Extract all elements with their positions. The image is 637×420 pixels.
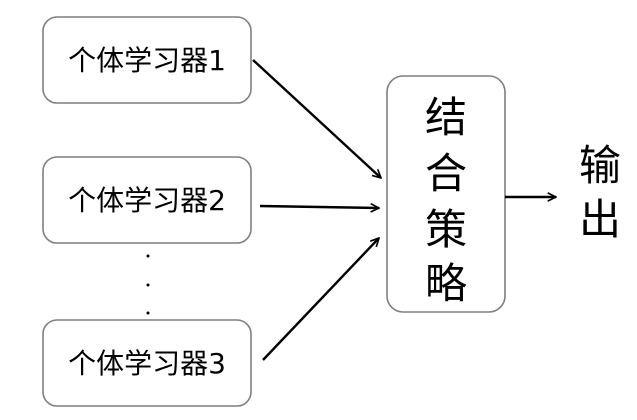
- ellipsis-dots: [146, 254, 150, 315]
- combiner-label-char-1: 结: [425, 93, 467, 142]
- learner-node-2: 个体学习器2: [42, 156, 252, 244]
- output-node: 输 出: [579, 141, 621, 244]
- learner-box-1: [42, 16, 252, 104]
- learner-node-1: 个体学习器1: [42, 16, 252, 104]
- combiner-label-char-2: 合: [425, 149, 467, 198]
- learner-label-3: 个体学习器3: [68, 347, 226, 380]
- learner-box-3: [42, 319, 252, 407]
- learner-label-2: 个体学习器2: [68, 184, 226, 217]
- arrow-learner2-to-combiner: [259, 206, 379, 208]
- output-label-char-2: 出: [579, 195, 621, 244]
- output-label-char-1: 输: [579, 141, 621, 190]
- combiner-label-char-4: 略: [425, 259, 467, 308]
- learner-box-2: [42, 156, 252, 244]
- ellipsis-dot-3: [146, 311, 150, 315]
- combiner-box: [386, 75, 506, 313]
- learner-node-3: 个体学习器3: [42, 319, 252, 407]
- combiner-node: 结 合 策 略: [386, 75, 506, 313]
- arrow-learner1-to-combiner: [252, 59, 381, 178]
- ellipsis-dot-1: [146, 254, 150, 258]
- arrow-learner3-to-combiner: [262, 238, 379, 361]
- ellipsis-dot-2: [146, 283, 150, 287]
- learner-label-1: 个体学习器1: [68, 44, 226, 77]
- combiner-label-char-3: 策: [425, 205, 467, 254]
